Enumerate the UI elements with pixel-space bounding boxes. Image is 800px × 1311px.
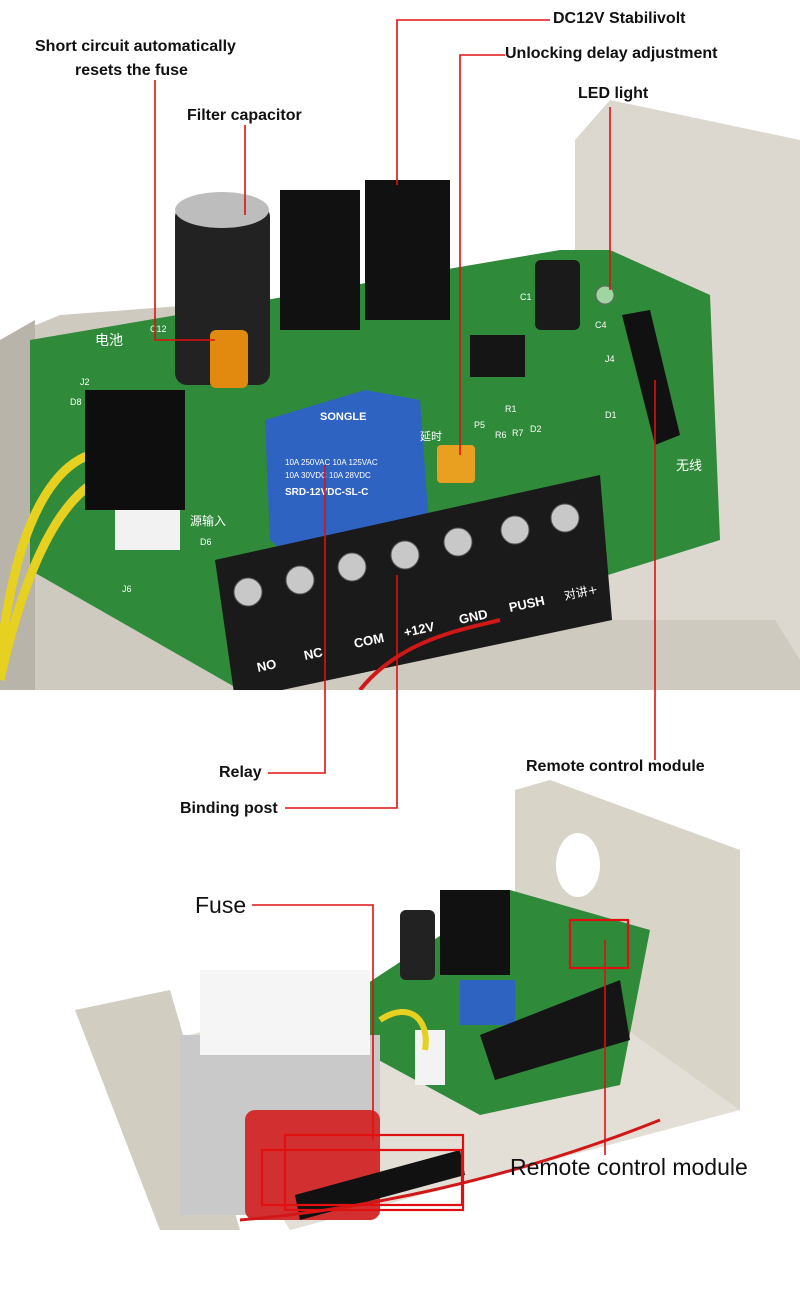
small-white-connector <box>415 1030 445 1085</box>
silk-power-input: 源输入 <box>190 513 226 528</box>
label-short-circuit-line1: Short circuit automatically <box>35 38 236 55</box>
enclosure-overview-photo <box>75 780 740 1230</box>
relay-rating-2: 10A 30VDC 10A 28VDC <box>285 471 371 480</box>
silk-battery: 电池 <box>95 333 123 349</box>
transformer-label <box>200 970 370 1055</box>
yellow-wire-small <box>378 1008 429 1051</box>
relay-model-text: SRD-12VDC-SL-C <box>285 487 368 498</box>
silk-c4: C4 <box>595 320 607 330</box>
silk-d8: D8 <box>70 397 82 407</box>
delay-potentiometer <box>437 445 475 483</box>
label-dc12v-stabilivolt: DC12V Stabilivolt <box>553 10 686 27</box>
filter-capacitor-top <box>175 192 269 228</box>
label-led-light: LED light <box>578 85 649 102</box>
heatsink-right <box>365 180 450 320</box>
label-binding-post: Binding post <box>180 800 278 817</box>
silk-d6: D6 <box>200 537 212 547</box>
terminal-label-gnd: GND <box>458 606 489 627</box>
small-heatsink <box>440 890 510 975</box>
ic-chip <box>470 335 525 377</box>
label-relay: Relay <box>219 764 262 781</box>
terminal-label-push: PUSH <box>508 593 546 615</box>
heatsink-left <box>280 190 360 330</box>
led-light <box>595 285 615 305</box>
relay-brand-text: SONGLE <box>320 411 366 423</box>
relay-rating-1: 10A 250VAC 10A 125VAC <box>285 458 378 467</box>
small-capacitor <box>535 260 580 330</box>
label-unlocking-delay: Unlocking delay adjustment <box>505 45 718 62</box>
black-bracket <box>85 390 185 510</box>
silk-c1: C1 <box>520 292 532 302</box>
silk-r6: R6 <box>495 430 507 440</box>
silk-d1: D1 <box>605 410 617 420</box>
terminal-label-12v: +12V <box>403 619 436 640</box>
silk-j2: J2 <box>80 377 90 387</box>
orange-fuse <box>210 330 248 388</box>
silk-r1: R1 <box>505 404 517 414</box>
case-hole <box>556 833 600 897</box>
label-short-circuit-line2: resets the fuse <box>75 62 188 79</box>
label-remote-control-bottom: Remote control module <box>510 1154 748 1180</box>
label-fuse: Fuse <box>195 892 247 918</box>
terminal-label-intercom: 对讲+ <box>563 581 599 603</box>
silk-r7: R7 <box>512 428 524 438</box>
label-remote-control-top: Remote control module <box>526 758 705 775</box>
silk-p5: P5 <box>474 420 485 430</box>
silk-j6: J6 <box>122 584 132 594</box>
pcb-closeup-photo: SONGLE 10A 250VAC 10A 125VAC 10A 30VDC 1… <box>0 100 800 690</box>
silk-c12: C12 <box>150 324 167 334</box>
silk-wireless: 无线 <box>676 459 702 474</box>
small-relay <box>460 980 515 1025</box>
silk-j4: J4 <box>605 354 615 364</box>
small-terminal-block <box>480 980 630 1080</box>
silk-d2: D2 <box>530 424 542 434</box>
small-capacitor-2 <box>400 910 435 980</box>
remote-connector-header <box>622 310 680 445</box>
silk-delay: 延时 <box>420 430 442 443</box>
label-filter-capacitor: Filter capacitor <box>187 107 302 124</box>
